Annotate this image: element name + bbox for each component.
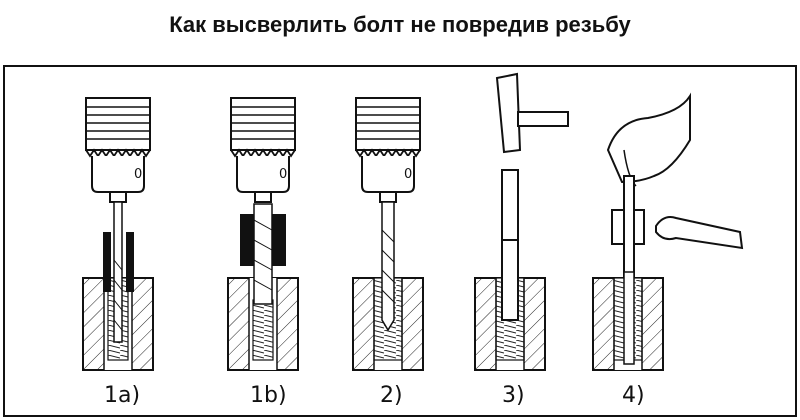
diagram-title: Как высверлить болт не повредив резьбу [169, 12, 631, 37]
step-label-1a: 1a) [104, 383, 140, 408]
step-1a-illustration: 0 [82, 97, 154, 371]
step-label-3: 3) [502, 383, 525, 408]
chuck-mark: 0 [134, 167, 142, 182]
step-label-2: 2) [380, 383, 403, 408]
step-2-illustration: 0 [352, 97, 424, 371]
svg-text:0: 0 [279, 167, 287, 182]
diagram-frame [3, 65, 797, 417]
svg-text:0: 0 [404, 167, 412, 182]
step-label-4: 4) [622, 383, 645, 408]
step-4-illustration [592, 92, 744, 371]
step-1b-illustration: 0 [227, 97, 299, 371]
step-label-1b: 1b) [250, 383, 287, 408]
step-3-illustration [474, 72, 569, 371]
